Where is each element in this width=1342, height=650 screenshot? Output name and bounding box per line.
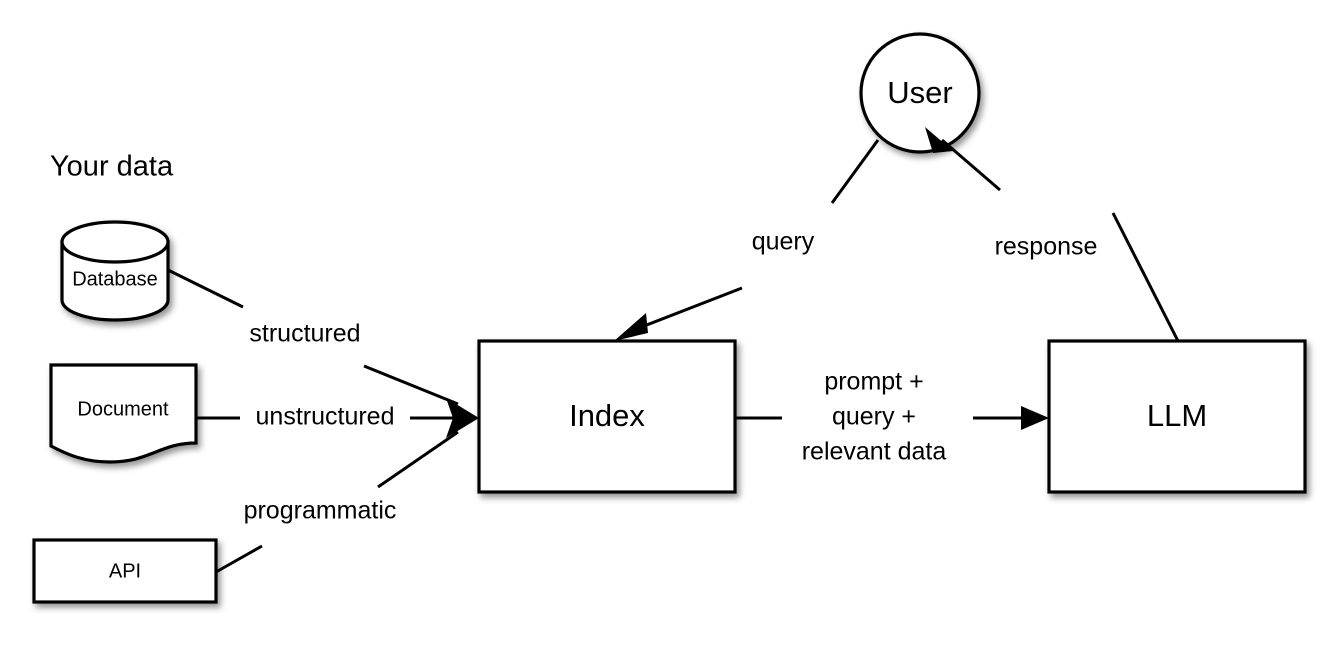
api-label: API xyxy=(109,560,141,582)
node-database[interactable] xyxy=(60,220,170,322)
edge-query-segment-a xyxy=(830,139,880,204)
edge-database-to-index xyxy=(167,268,459,406)
edge-api-to-index xyxy=(215,430,459,574)
arrowhead-response-into-user xyxy=(925,127,953,153)
document-shape xyxy=(49,363,198,464)
edge-label-query: query xyxy=(752,228,815,256)
edge-label-structured: structured xyxy=(249,320,360,348)
edge-user-to-index xyxy=(614,139,880,341)
edge-label-line-1: prompt + xyxy=(824,368,923,396)
user-circle xyxy=(859,32,981,154)
edge-label-unstructured: unstructured xyxy=(256,403,395,431)
index-rect xyxy=(477,339,737,494)
user-label: User xyxy=(887,75,952,110)
llm-label: LLM xyxy=(1147,398,1207,433)
edge-api-segment-a xyxy=(215,544,263,574)
database-cylinder-top xyxy=(60,220,170,264)
index-label: Index xyxy=(569,398,645,433)
edge-database-segment-b xyxy=(363,364,459,406)
edge-database-segment-a xyxy=(167,268,244,309)
section-title-your-data: Your data xyxy=(50,151,174,183)
edge-label-line-3: relevant data xyxy=(802,438,947,466)
edge-label-response: response xyxy=(995,233,1098,261)
database-cylinder-body xyxy=(60,240,170,322)
node-user[interactable] xyxy=(859,32,981,154)
node-document[interactable] xyxy=(49,363,198,464)
edge-index-to-llm xyxy=(735,406,1049,430)
edge-response-segment-a xyxy=(1111,212,1180,342)
node-index[interactable] xyxy=(477,339,737,494)
node-llm[interactable] xyxy=(1047,339,1307,494)
arrowhead-into-index-left xyxy=(446,398,479,438)
edge-response-segment-b xyxy=(941,138,1001,192)
database-label: Database xyxy=(72,268,158,290)
arrowhead-into-llm xyxy=(1021,406,1049,430)
document-label: Document xyxy=(77,398,169,420)
edge-label-prompt-query-relevant-data: prompt + query + relevant data xyxy=(802,368,947,466)
edge-api-segment-b xyxy=(377,430,459,489)
edge-label-line-2: query + xyxy=(832,403,916,431)
edge-llm-to-user xyxy=(925,127,1180,342)
llm-rect xyxy=(1047,339,1307,494)
arrowhead-query-into-index xyxy=(614,313,648,341)
api-rect xyxy=(32,538,218,604)
edge-label-programmatic: programmatic xyxy=(244,497,397,525)
node-api[interactable] xyxy=(32,538,218,604)
